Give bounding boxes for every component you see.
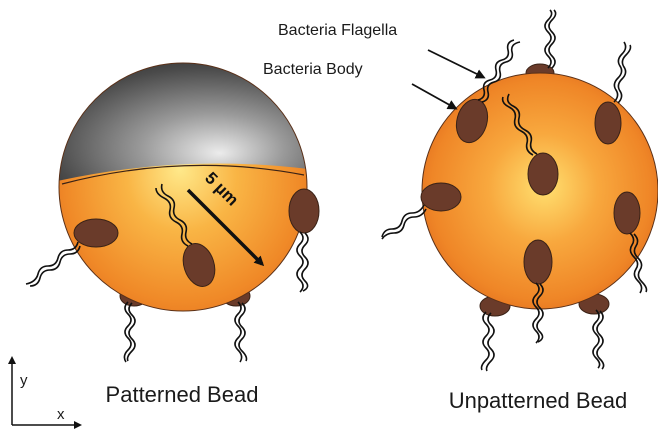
label-bacteria-flagella: Bacteria Flagella	[278, 22, 397, 39]
flagellum	[297, 232, 303, 292]
axis-label-x: x	[57, 406, 65, 423]
flagellum	[593, 310, 600, 368]
pointer-arrow	[412, 84, 455, 108]
bacterium	[579, 294, 609, 369]
flagellum	[545, 10, 552, 68]
flagellum	[128, 303, 136, 361]
flagellum	[26, 242, 78, 284]
flagellum	[614, 42, 626, 102]
flagellum	[382, 205, 424, 237]
flagellum	[487, 313, 495, 371]
flagellum	[618, 45, 631, 103]
bacterium	[526, 10, 556, 82]
patterned-bead: 5 µm	[26, 40, 330, 362]
flagellum	[30, 246, 80, 286]
coordinate-axes: y x	[12, 358, 80, 425]
unpatterned-bead	[382, 10, 658, 371]
flagellum	[382, 209, 426, 239]
flagellum	[235, 302, 242, 362]
axis-label-y: y	[20, 372, 28, 389]
callout-body: Bacteria Body	[263, 61, 455, 108]
bacterium	[480, 296, 510, 371]
caption-unpatterned-bead: Unpatterned Bead	[449, 388, 628, 413]
label-bacteria-body: Bacteria Body	[263, 61, 363, 78]
caption-patterned-bead: Patterned Bead	[106, 382, 259, 407]
pointer-arrow	[428, 50, 483, 77]
